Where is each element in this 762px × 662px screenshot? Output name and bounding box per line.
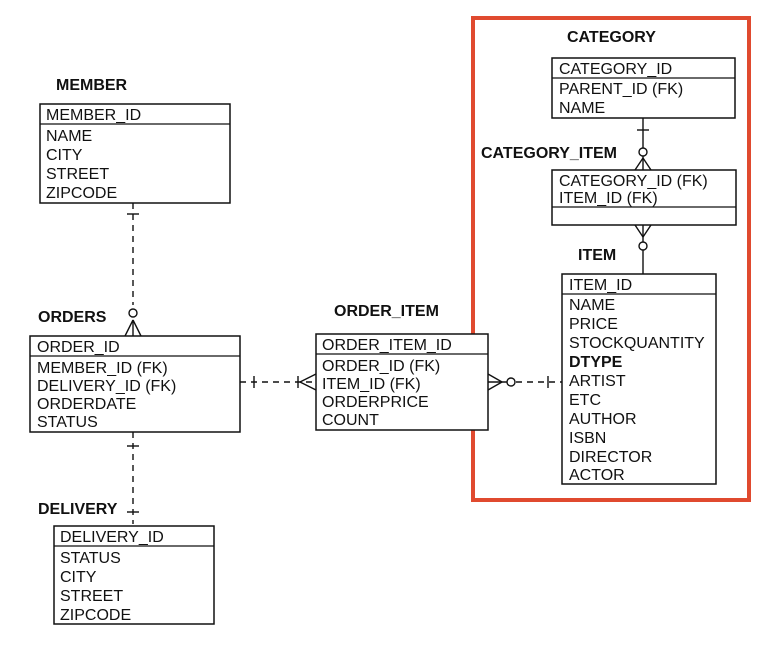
attribute: ACTOR (569, 467, 625, 484)
entity-title: ORDER_ITEM (334, 303, 439, 320)
attribute: NAME (46, 128, 92, 145)
entity-delivery: DELIVERY DELIVERY_ID STATUS CITY STREET … (38, 501, 215, 625)
primary-key: CATEGORY_ID (559, 61, 672, 78)
entity-title: ORDERS (38, 309, 107, 326)
attribute: ORDERPRICE (322, 394, 429, 411)
entity-title: MEMBER (56, 77, 128, 94)
entity-title: DELIVERY (38, 501, 118, 518)
attribute: DIRECTOR (569, 449, 652, 466)
attribute: NAME (559, 100, 605, 117)
attribute: ITEM_ID (FK) (322, 376, 421, 393)
attribute: ORDERDATE (37, 396, 136, 413)
primary-key: MEMBER_ID (46, 107, 141, 124)
attribute: NAME (569, 297, 615, 314)
attribute: STATUS (37, 414, 98, 431)
relation-category-categoryitem (634, 118, 652, 171)
entity-order-item: ORDER_ITEM ORDER_ITEM_ID ORDER_ID (FK) I… (315, 303, 489, 431)
entity-category: CATEGORY CATEGORY_ID PARENT_ID (FK) NAME (551, 29, 736, 119)
attribute: AUTHOR (569, 411, 637, 428)
discriminator-attribute: DTYPE (569, 354, 623, 371)
entity-member: MEMBER MEMBER_ID NAME CITY STREET ZIPCOD… (39, 77, 231, 204)
attribute: STATUS (60, 550, 121, 567)
attribute: CITY (46, 147, 83, 164)
relation-member-orders (124, 203, 142, 337)
relation-categoryitem-item (634, 224, 652, 274)
attribute: COUNT (322, 412, 379, 429)
primary-key: ORDER_ITEM_ID (322, 337, 452, 354)
primary-key: DELIVERY_ID (60, 529, 164, 546)
highlight-frame (471, 16, 751, 502)
attribute: PRICE (569, 316, 618, 333)
attribute: ISBN (569, 430, 606, 447)
entity-item: ITEM ITEM_ID NAME PRICE STOCKQUANTITY DT… (561, 247, 717, 485)
attribute: STREET (60, 588, 123, 605)
attribute: PARENT_ID (FK) (559, 81, 683, 98)
attribute: MEMBER_ID (FK) (37, 360, 168, 377)
primary-key: CATEGORY_ID (FK) (559, 173, 708, 190)
attribute: ETC (569, 392, 601, 409)
entity-title: CATEGORY (567, 29, 656, 46)
attribute: ARTIST (569, 373, 626, 390)
primary-key: ITEM_ID (569, 277, 632, 294)
entity-orders: ORDERS ORDER_ID MEMBER_ID (FK) DELIVERY_… (29, 309, 241, 433)
attribute: STOCKQUANTITY (569, 335, 705, 352)
relation-orderitem-item (487, 373, 562, 391)
primary-key: ITEM_ID (FK) (559, 190, 658, 207)
entity-title: ITEM (578, 247, 616, 264)
attribute: CITY (60, 569, 97, 586)
entity-category-item: CATEGORY_ITEM CATEGORY_ID (FK) ITEM_ID (… (481, 145, 737, 226)
relation-orders-orderitem (240, 373, 317, 391)
attribute: DELIVERY_ID (FK) (37, 378, 176, 395)
relation-orders-delivery (127, 432, 139, 524)
primary-key: ORDER_ID (37, 339, 120, 356)
attribute: ORDER_ID (FK) (322, 358, 440, 375)
entity-title: CATEGORY_ITEM (481, 145, 617, 162)
attribute: ZIPCODE (60, 607, 131, 624)
attribute: ZIPCODE (46, 185, 117, 202)
attribute: STREET (46, 166, 109, 183)
